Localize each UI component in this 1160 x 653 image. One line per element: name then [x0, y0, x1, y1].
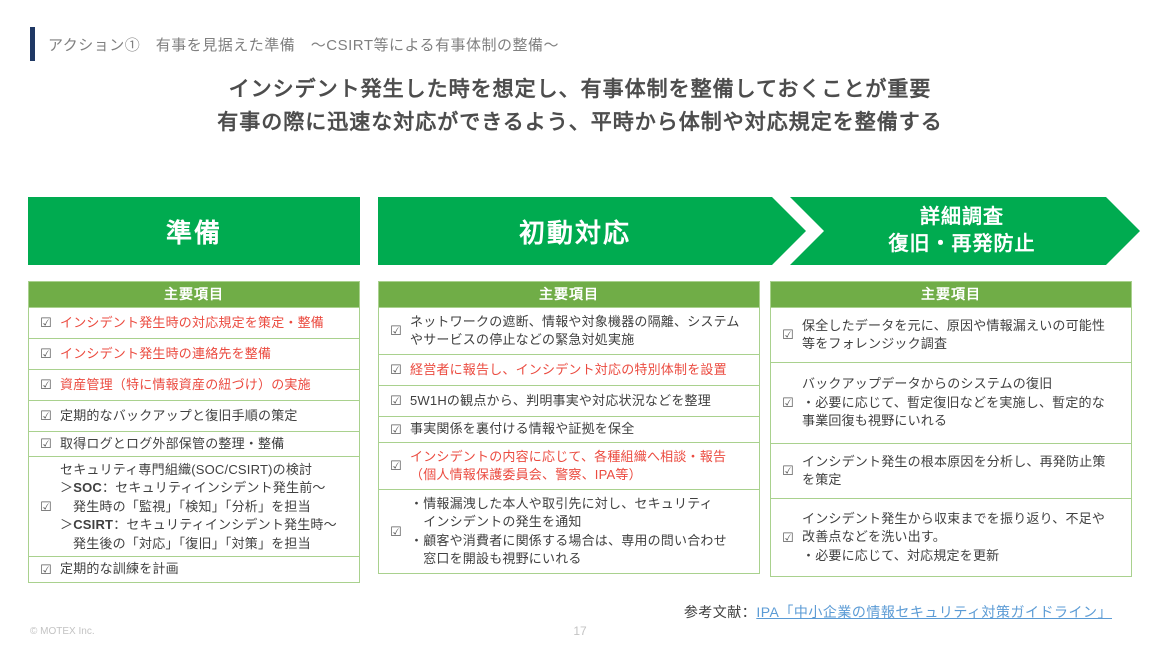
table-row: ☑ セキュリティ専門組織(SOC/CSIRT)の検討 ＞SOC：セキュリティイン…: [29, 456, 359, 556]
row-text: インシデント発生の根本原因を分析し、再発防止策 を策定: [802, 453, 1106, 487]
reference-link[interactable]: IPA「中小企業の情報セキュリティ対策ガイドライン」: [756, 604, 1112, 620]
phase-preparation-label: 準備: [165, 217, 222, 248]
checkbox-icon: ☑: [40, 436, 52, 452]
phase-investigation-label-line1: 詳細調査: [920, 206, 1004, 228]
row-text: 資産管理（特に情報資産の紐づけ）の実施: [60, 376, 311, 392]
checkbox-icon: ☑: [390, 362, 402, 377]
table-row: ☑ ネットワークの遮断、情報や対象機器の隔離、システム やサービスの停止などの緊…: [379, 307, 759, 354]
checkbox-icon: ☑: [390, 523, 402, 539]
phase-investigation-recovery: 詳細調査 復旧・再発防止: [790, 197, 1140, 265]
table-row: ☑ インシデント発生時の連絡先を整備: [29, 338, 359, 369]
initial-response-table: 主要項目 ☑ ネットワークの遮断、情報や対象機器の隔離、システム やサービスの停…: [378, 281, 760, 574]
checkbox-icon: ☑: [782, 463, 794, 478]
table-row: ☑ バックアップデータからのシステムの復旧 ・必要に応じて、暫定復旧などを実施し…: [771, 362, 1131, 443]
row-text: 保全したデータを元に、原因や情報漏えいの可能性 等をフォレンジック調査: [802, 317, 1106, 351]
preparation-table: 主要項目 ☑ インシデント発生時の対応規定を策定・整備 ☑ インシデント発生時の…: [28, 281, 360, 583]
checkbox-icon: ☑: [782, 529, 794, 545]
slide-header: アクション① 有事を見据えた準備 〜CSIRT等による有事体制の整備〜: [30, 27, 559, 61]
copyright: © MOTEX Inc.: [30, 626, 95, 637]
checkbox-icon: ☑: [390, 323, 402, 338]
row-text: 経営者に報告し、インシデント対応の特別体制を設置: [410, 361, 727, 377]
row-text: 定期的なバックアップと復旧手順の策定: [60, 407, 298, 423]
slide-header-label: アクション① 有事を見据えた準備 〜CSIRT等による有事体制の整備〜: [48, 36, 560, 54]
checkbox-icon: ☑: [782, 327, 794, 342]
table-row: ☑ インシデント発生から収束までを振り返り、不足や 改善点などを洗い出す。 ・必…: [771, 498, 1131, 576]
table-header: 主要項目: [29, 282, 359, 307]
row-text: 事実関係を裏付ける情報や証拠を保全: [410, 421, 635, 437]
row-text: ・情報漏洩した本人や取引先に対し、セキュリティ インシデントの発生を通知 ・顧客…: [410, 495, 727, 566]
phase-preparation: 準備: [28, 197, 360, 265]
row-text: インシデント発生から収束までを振り返り、不足や 改善点などを洗い出す。 ・必要に…: [802, 510, 1106, 563]
reference: 参考文献：IPA「中小企業の情報セキュリティ対策ガイドライン」: [684, 602, 1112, 622]
row-text: 取得ログとログ外部保管の整理・整備: [60, 436, 285, 451]
table-row: ☑ 取得ログとログ外部保管の整理・整備: [29, 431, 359, 456]
phase-initial-response-label: 初動対応: [518, 217, 631, 248]
phase-initial-response: 初動対応: [378, 197, 806, 265]
row-text: セキュリティ専門組織(SOC/CSIRT)の検討 ＞SOC：セキュリティインシデ…: [60, 461, 337, 551]
table-row: ☑ インシデント発生時の対応規定を策定・整備: [29, 307, 359, 338]
table-row: ☑ 経営者に報告し、インシデント対応の特別体制を設置: [379, 354, 759, 385]
investigation-recovery-table: 主要項目 ☑ 保全したデータを元に、原因や情報漏えいの可能性 等をフォレンジック…: [770, 281, 1132, 577]
checkbox-icon: ☑: [40, 561, 52, 577]
phase-investigation-label-line2: 復旧・再発防止: [888, 233, 1036, 255]
table-row: ☑ 定期的なバックアップと復旧手順の策定: [29, 400, 359, 431]
checkbox-icon: ☑: [40, 315, 52, 330]
row-text: 定期的な訓練を計画: [60, 561, 179, 577]
checkbox-icon: ☑: [40, 408, 52, 423]
table-row: ☑ 保全したデータを元に、原因や情報漏えいの可能性 等をフォレンジック調査: [771, 307, 1131, 362]
table-row: ☑ 定期的な訓練を計画: [29, 556, 359, 581]
table-row: ☑ インシデントの内容に応じて、各種組織へ相談・報告 （個人情報保護委員会、警察…: [379, 442, 759, 489]
title-line-1: インシデント発生した時を想定し、有事体制を整備しておくことが重要: [228, 78, 932, 101]
title-line-2: 有事の際に迅速な対応ができるよう、平時から体制や対応規定を整備する: [217, 111, 943, 134]
table-row: ☑ ・情報漏洩した本人や取引先に対し、セキュリティ インシデントの発生を通知 ・…: [379, 489, 759, 573]
checkbox-icon: ☑: [390, 393, 402, 408]
row-text: インシデントの内容に応じて、各種組織へ相談・報告 （個人情報保護委員会、警察、I…: [410, 448, 727, 482]
accent-bar: [30, 27, 35, 61]
row-text: インシデント発生時の連絡先を整備: [60, 345, 272, 361]
checkbox-icon: ☑: [40, 498, 52, 514]
page-number: 17: [573, 624, 587, 638]
table-row: ☑ 事実関係を裏付ける情報や証拠を保全: [379, 416, 759, 442]
checkbox-icon: ☑: [390, 458, 402, 473]
page-title: インシデント発生した時を想定し、有事体制を整備しておくことが重要 有事の際に迅速…: [0, 73, 1160, 139]
checkbox-icon: ☑: [40, 377, 52, 392]
table-header: 主要項目: [379, 282, 759, 307]
checkbox-icon: ☑: [390, 421, 402, 437]
row-text: ネットワークの遮断、情報や対象機器の隔離、システム やサービスの停止などの緊急対…: [410, 313, 740, 347]
table-row: ☑ 資産管理（特に情報資産の紐づけ）の実施: [29, 369, 359, 400]
row-text: 5W1Hの観点から、判明事実や対応状況などを整理: [410, 392, 711, 408]
checkbox-icon: ☑: [782, 395, 794, 410]
table-row: ☑ 5W1Hの観点から、判明事実や対応状況などを整理: [379, 385, 759, 416]
table-row: ☑ インシデント発生の根本原因を分析し、再発防止策 を策定: [771, 443, 1131, 498]
row-text: バックアップデータからのシステムの復旧 ・必要に応じて、暫定復旧などを実施し、暫…: [802, 376, 1105, 429]
reference-label: 参考文献：: [683, 604, 757, 620]
table-header: 主要項目: [771, 282, 1131, 307]
row-text: インシデント発生時の対応規定を策定・整備: [60, 314, 325, 330]
checkbox-icon: ☑: [40, 346, 52, 361]
